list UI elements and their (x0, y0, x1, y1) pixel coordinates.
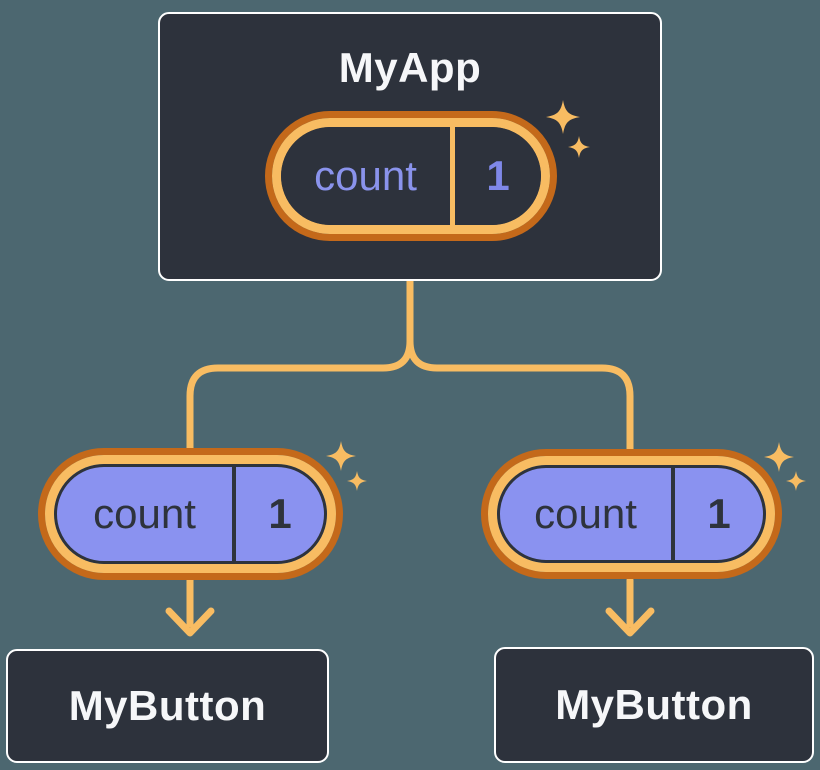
node-mybutton-right: MyButton (494, 647, 814, 763)
state-pill: count 1 (265, 111, 557, 241)
prop-pill-core: count 1 (497, 465, 766, 563)
state-value: 1 (450, 127, 541, 225)
arrow-down-icon (605, 576, 655, 637)
prop-pill-right: count 1 (481, 449, 782, 579)
prop-label: count (93, 490, 196, 537)
node-title: MyButton (68, 682, 267, 729)
state-label: count (314, 152, 417, 199)
state-pill-core: count 1 (281, 127, 541, 225)
prop-pill-ring: count 1 (45, 455, 336, 573)
prop-value: 1 (232, 467, 324, 561)
prop-label: count (534, 490, 637, 537)
connector-lines (186, 277, 634, 453)
prop-value: 1 (671, 468, 763, 560)
prop-pill-core: count 1 (54, 464, 327, 564)
node-mybutton-left: MyButton (6, 649, 329, 763)
prop-pill-ring: count 1 (488, 456, 775, 572)
arrow-down-icon (165, 576, 215, 637)
prop-pill-left: count 1 (38, 448, 343, 580)
node-title: MyApp (338, 44, 482, 91)
state-pill-ring: count 1 (272, 118, 550, 234)
node-title: MyButton (555, 681, 753, 728)
